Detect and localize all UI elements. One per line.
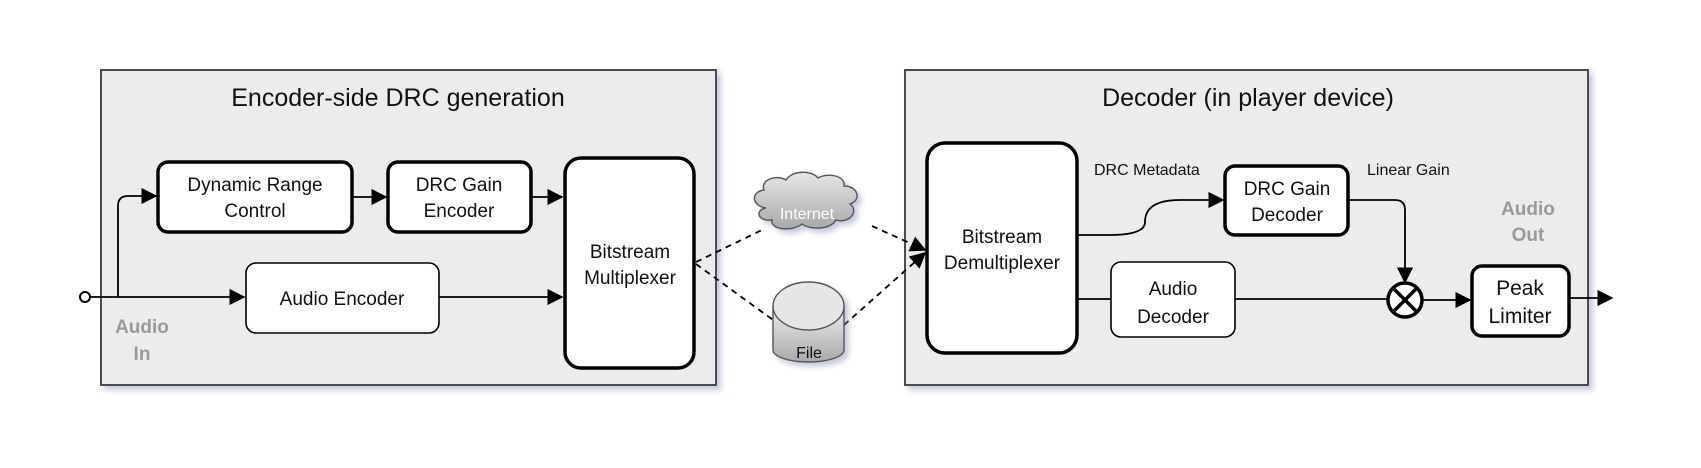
edge-file-to-demux <box>843 251 927 326</box>
internet-cloud: Internet <box>753 171 858 230</box>
mux-label-2: Multiplexer <box>584 268 677 289</box>
drc-label-1: Dynamic Range <box>187 175 322 196</box>
demux-label-1: Bitstream <box>962 227 1042 248</box>
gain-decoder-label-2: Decoder <box>1251 205 1323 226</box>
mux-label-1: Bitstream <box>590 242 670 263</box>
drc-label-2: Control <box>224 201 285 222</box>
bitstream-demultiplexer-block[interactable]: Bitstream Demultiplexer <box>925 141 1079 355</box>
file-cylinder: File <box>772 281 845 363</box>
drc-metadata-label: DRC Metadata <box>1094 162 1200 179</box>
peak-limiter-block[interactable]: Peak Limiter <box>1470 264 1571 338</box>
audio-encoder-label: Audio Encoder <box>280 289 405 310</box>
edge-gain-decoder-to-multiplier <box>1348 199 1414 284</box>
audio-in-terminal <box>79 291 91 303</box>
drc-gain-encoder-block[interactable]: DRC Gain Encoder <box>386 160 533 234</box>
audio-decoder-label-2: Decoder <box>1137 307 1209 328</box>
dynamic-range-control-block[interactable]: Dynamic Range Control <box>156 160 354 234</box>
limiter-label-1: Peak <box>1496 277 1544 300</box>
audio-decoder-block[interactable]: Audio Decoder <box>1110 261 1236 338</box>
audio-in-label-1: Audio <box>115 317 169 338</box>
gain-encoder-label-2: Encoder <box>424 201 495 222</box>
edge-internet-to-demux <box>871 225 927 252</box>
internet-label: Internet <box>780 206 835 223</box>
multiply-icon <box>1386 281 1424 319</box>
audio-encoder-block[interactable]: Audio Encoder <box>245 262 440 334</box>
audio-decoder-label-1: Audio <box>1149 279 1198 300</box>
audio-out-label-1: Audio <box>1501 199 1555 220</box>
bitstream-multiplexer-block[interactable]: Bitstream Multiplexer <box>563 156 696 370</box>
audio-out-label-2: Out <box>1512 225 1545 246</box>
file-label: File <box>796 345 822 362</box>
gain-encoder-label-1: DRC Gain <box>416 175 503 196</box>
linear-gain-label: Linear Gain <box>1367 162 1450 179</box>
limiter-label-2: Limiter <box>1488 305 1551 328</box>
decoder-panel-title: Decoder (in player device) <box>1102 84 1394 112</box>
audio-in-label-2: In <box>134 344 151 365</box>
edge-demux-to-gain-decoder <box>1077 191 1225 236</box>
drc-gain-decoder-block[interactable]: DRC Gain Decoder <box>1223 164 1350 237</box>
demux-label-2: Demultiplexer <box>944 253 1061 274</box>
gain-decoder-label-1: DRC Gain <box>1244 179 1331 200</box>
encoder-panel-title: Encoder-side DRC generation <box>231 84 565 112</box>
edge-mux-to-internet <box>695 229 763 263</box>
edge-in-to-drc <box>117 187 158 297</box>
